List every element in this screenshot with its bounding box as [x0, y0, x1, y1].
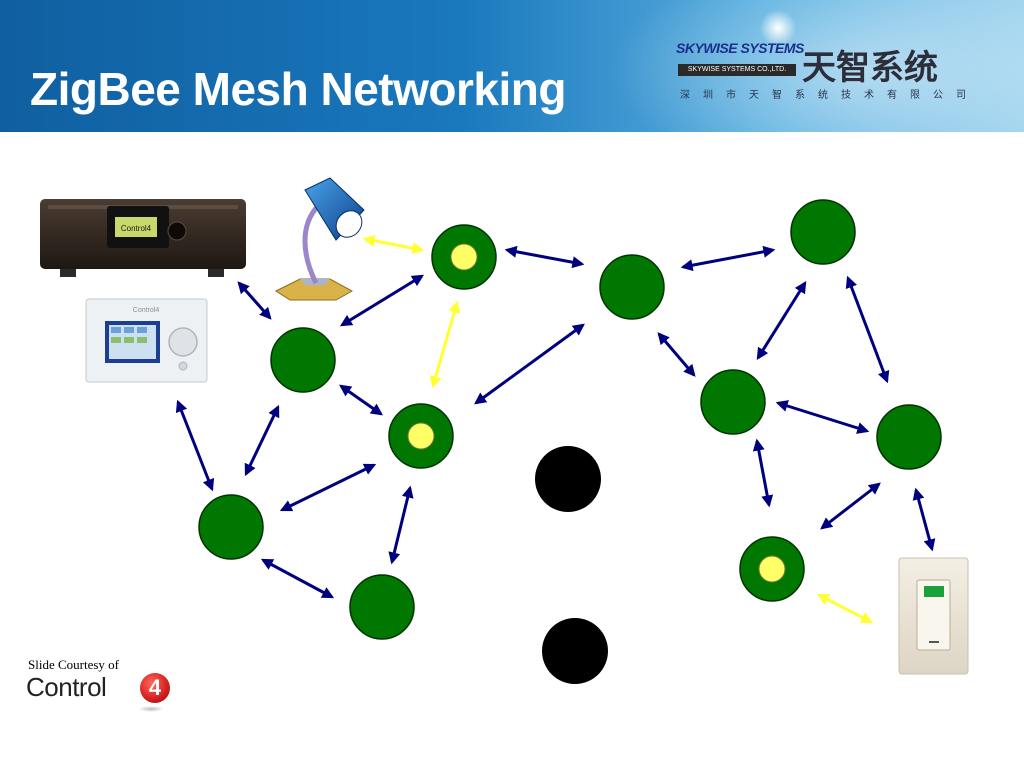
link — [244, 404, 280, 477]
end-node — [542, 618, 608, 684]
logo-shadow — [138, 706, 164, 712]
router-node — [790, 199, 856, 265]
touchscreen-label: Control4 — [133, 307, 160, 314]
logo-brand-text: SKYWISE SYSTEMS — [676, 40, 804, 56]
logo-star-glow — [758, 8, 798, 48]
slide-title: ZigBee Mesh Networking — [30, 63, 566, 115]
end-node — [535, 446, 601, 512]
credit-text: Slide Courtesy of — [28, 657, 119, 672]
router-node — [198, 494, 264, 560]
link — [175, 399, 215, 492]
link — [752, 438, 774, 508]
link — [429, 300, 461, 389]
receiver-label: Control4 — [121, 224, 152, 233]
logo-company-text: SKYWISE SYSTEMS CO.,LTD. — [678, 64, 796, 76]
router-light-dots — [407, 243, 786, 583]
link — [362, 234, 425, 255]
control4-logo-badge: 4 — [140, 673, 170, 703]
receiver-icon: Control4 — [40, 199, 246, 277]
light-dot — [407, 422, 435, 450]
link — [657, 332, 696, 377]
router-node — [700, 369, 766, 435]
device-links — [362, 234, 874, 624]
mesh-links — [175, 245, 936, 599]
coordinator-nodes — [535, 446, 608, 684]
link — [388, 485, 414, 565]
light-dot — [450, 243, 478, 271]
logo-chinese-name: 天智系统 — [802, 48, 938, 88]
link — [775, 400, 870, 434]
link — [845, 275, 890, 384]
link — [756, 280, 807, 361]
link — [504, 245, 585, 269]
link — [912, 487, 936, 552]
link — [820, 482, 881, 530]
link — [339, 274, 425, 327]
router-node — [270, 327, 336, 393]
link — [680, 245, 776, 272]
link — [474, 323, 585, 405]
link — [260, 558, 335, 599]
router-node — [349, 574, 415, 640]
touchscreen-icon: Control4 — [85, 298, 208, 383]
link — [279, 463, 377, 512]
dimmer-switch-icon — [898, 557, 969, 675]
link — [237, 281, 272, 320]
light-dot — [758, 555, 786, 583]
logo-chinese-address: 深圳市天智系统技术有限公司 — [680, 90, 979, 101]
link — [339, 384, 383, 416]
router-node — [599, 254, 665, 320]
lamp-icon — [274, 177, 365, 301]
link — [816, 593, 874, 624]
router-node — [876, 404, 942, 470]
mesh-nodes — [198, 199, 942, 640]
control4-logo-text: Control — [26, 672, 107, 702]
